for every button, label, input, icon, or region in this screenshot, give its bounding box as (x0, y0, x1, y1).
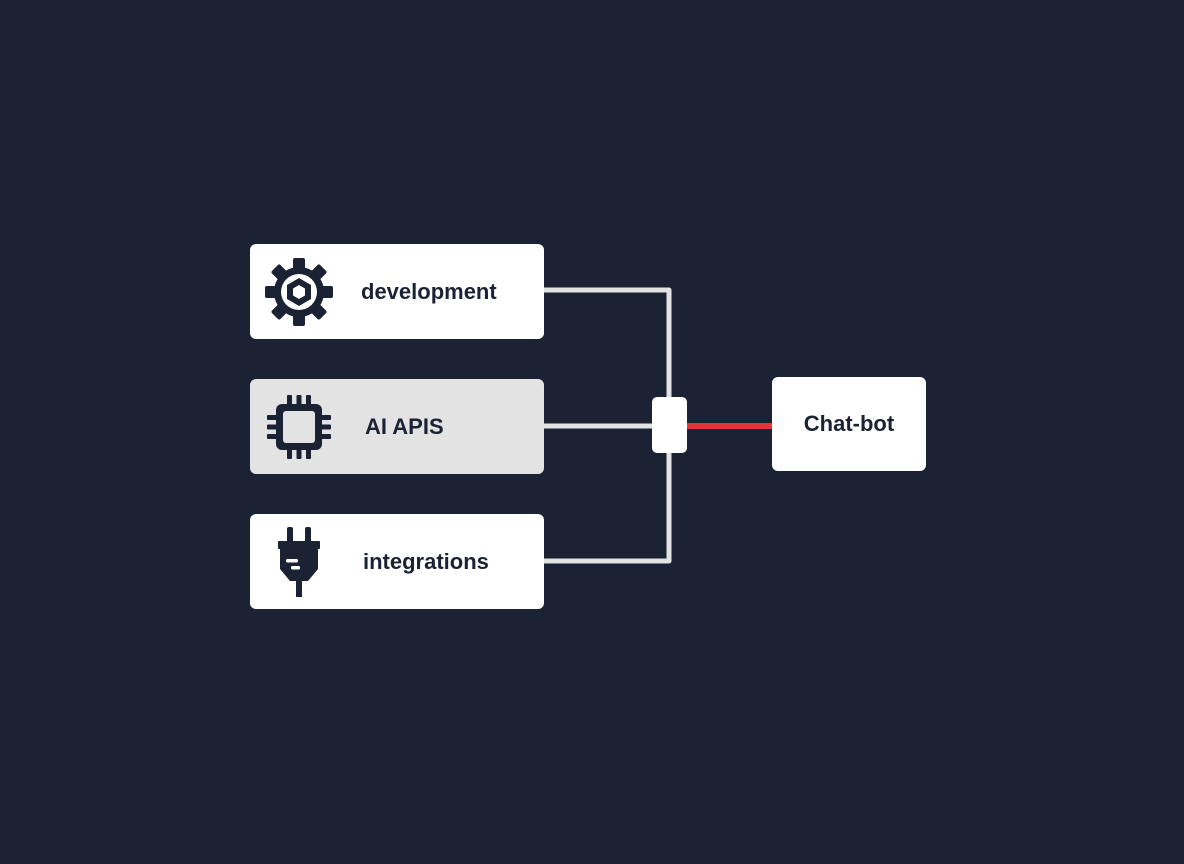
node-label-chatbot: Chat-bot (803, 411, 895, 436)
node-chatbot[interactable]: Chat-bot (772, 377, 926, 471)
plug-icon (264, 527, 334, 597)
node-development[interactable]: development (250, 244, 544, 339)
chip-icon (264, 392, 334, 462)
node-label-development: development (361, 279, 497, 304)
connector-hub (652, 397, 687, 453)
gear-icon (264, 257, 334, 327)
node-label-integrations: integrations (363, 549, 489, 574)
node-ai-apis[interactable]: AI APIS (250, 379, 544, 474)
node-integrations[interactable]: integrations (250, 514, 544, 609)
connector-development (544, 287, 672, 400)
node-label-ai-apis: AI APIS (365, 414, 444, 439)
connector-integrations (544, 450, 672, 564)
